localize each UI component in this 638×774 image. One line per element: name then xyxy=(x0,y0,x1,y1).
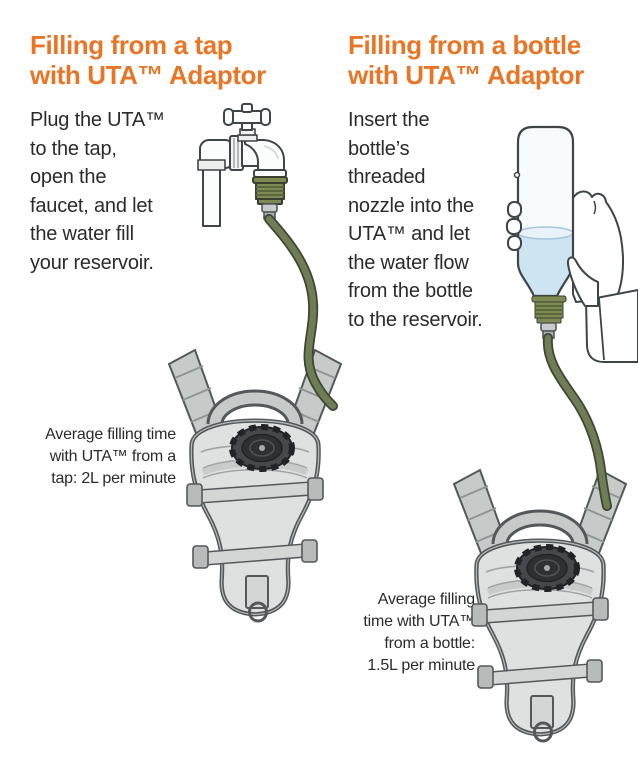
bottle-filling-illustration xyxy=(428,125,638,774)
hydration-pack-right xyxy=(454,470,626,741)
thumb xyxy=(566,256,599,307)
water-surface xyxy=(517,226,574,240)
caption-filling-time-tap: Average filling time with UTA™ from a ta… xyxy=(45,426,176,487)
bottle-illustration xyxy=(513,125,575,298)
instructions-tap: Plug the UTA™ to the tap, open the fauce… xyxy=(30,109,165,274)
uta-adaptor-bottle xyxy=(531,295,567,324)
heading-filling-from-tap: Filling from a tap with UTA™ Adaptor xyxy=(30,30,266,90)
tap-spout xyxy=(244,139,285,171)
gripping-fingertips xyxy=(506,201,522,251)
instructions-bottle: Insert the bottle’s threaded nozzle into… xyxy=(348,109,483,331)
caption-filling-time-bottle: Average filling time with UTA™ from a bo… xyxy=(363,591,475,674)
filling-tube-right xyxy=(542,333,612,511)
uta-adaptor-tap xyxy=(252,169,288,205)
bottle-water xyxy=(518,233,573,296)
filling-tube-left xyxy=(264,214,338,411)
tap-filling-illustration xyxy=(150,103,362,658)
tap-handle xyxy=(223,103,271,126)
tap-illustration xyxy=(197,103,288,227)
heading-filling-from-bottle: Filling from a bottle with UTA™ Adaptor xyxy=(348,30,584,90)
